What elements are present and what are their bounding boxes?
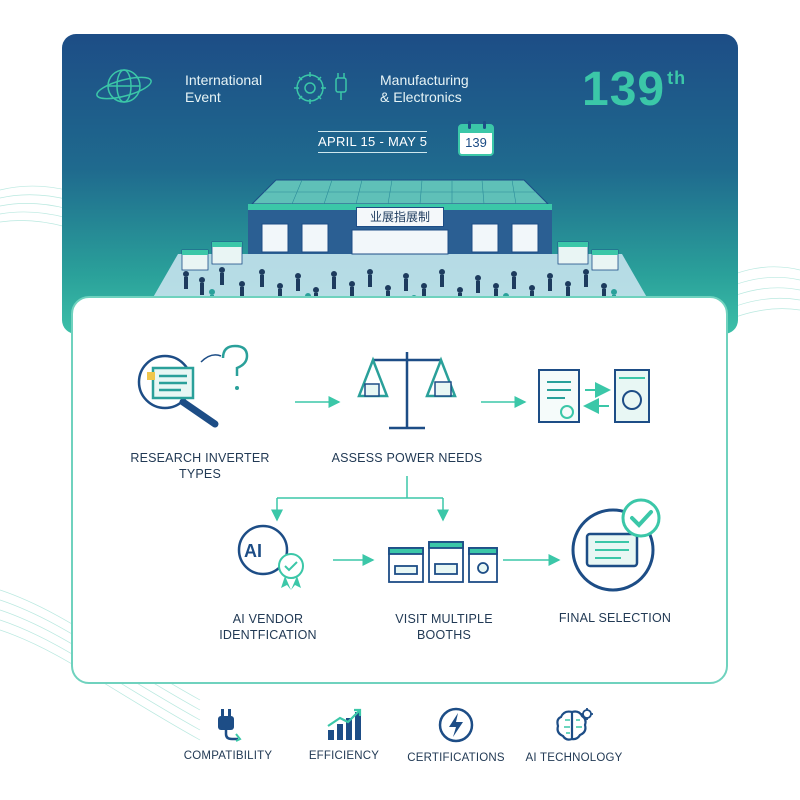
- manufacturing-electronics-label: Manufacturing & Electronics: [380, 72, 469, 105]
- international-event-label: International Event: [185, 72, 263, 105]
- compatibility-label: COMPATIBILITY: [183, 750, 273, 762]
- process-panel: AI RESEARCH INVERTER TYPES A: [71, 296, 728, 684]
- bar-chart-icon: [327, 708, 362, 740]
- step-research-label: RESEARCH INVERTER TYPES: [130, 451, 270, 481]
- inverter-checkmark-icon: [571, 498, 661, 592]
- booths-icon: [388, 541, 498, 583]
- event-banner: International Event Manufacturing & Elec…: [62, 34, 738, 334]
- step-visit-booths-label: VISIT MULTIPLE BOOTHS: [395, 612, 493, 642]
- feature-certifications: CERTIFICATIONS: [396, 706, 516, 764]
- calendar-icon: 139: [458, 121, 494, 156]
- brain-gear-icon: [556, 708, 593, 741]
- lightning-badge-icon: [438, 707, 474, 743]
- step-assess-label: ASSESS POWER NEEDS: [331, 451, 483, 465]
- gear-plug-icon: [294, 72, 347, 104]
- balance-scale-icon: [357, 352, 457, 430]
- ai-badge-icon: [237, 524, 304, 590]
- feature-efficiency: EFFICIENCY: [284, 706, 404, 762]
- edition-suffix: th: [667, 68, 687, 88]
- event-dates: APRIL 15 - MAY 5: [318, 131, 428, 153]
- document-certificate-inverter-icon: [538, 369, 650, 423]
- calendar-number: 139: [465, 135, 487, 150]
- step-ai-vendor-label: AI VENDOR IDENTFICATION: [219, 612, 317, 642]
- plug-icon: [218, 709, 242, 742]
- feature-compatibility: COMPATIBILITY: [168, 706, 288, 762]
- ai-technology-label: AI TECHNOLOGY: [525, 752, 623, 764]
- efficiency-label: EFFICIENCY: [308, 750, 380, 762]
- step-final-selection-label: FINAL SELECTION: [558, 611, 672, 625]
- process-flow-diagram: AI: [137, 344, 661, 592]
- feature-ai-technology: AI TECHNOLOGY: [514, 706, 634, 764]
- globe-icon: [96, 69, 152, 103]
- hall-sign: 业展指展制: [356, 207, 444, 227]
- ai-badge-text: AI: [244, 541, 262, 561]
- magnifier-document-question-icon: [137, 344, 249, 428]
- certifications-label: CERTIFICATIONS: [407, 752, 505, 764]
